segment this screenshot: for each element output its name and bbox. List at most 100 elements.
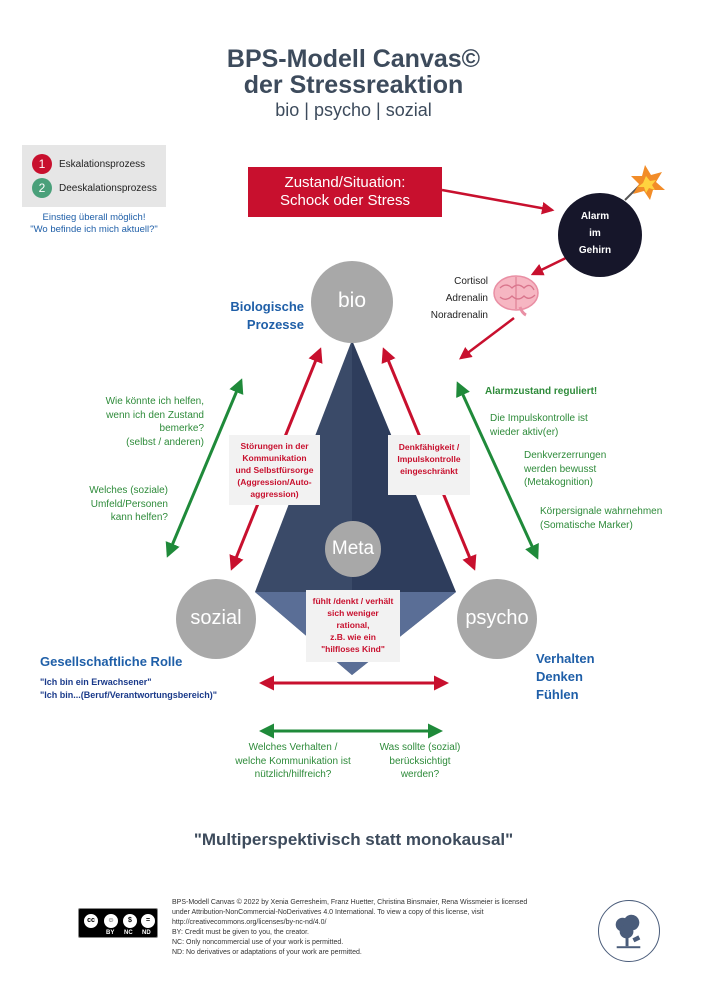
right-p1-line2: wieder aktiv(er) [490,426,559,438]
social-role-quotes: "Ich bin ein Erwachsener" "Ich bin...(Be… [40,676,270,702]
brain-to-pyramid-arrow [459,317,515,360]
legend-number-1: 1 [32,154,52,174]
left-q2-line3: kann helfen? [110,512,168,523]
badge-nd: ND [142,930,151,936]
bottom-left-line1: Welches Verhalten / [248,742,338,753]
right-p2-line3: (Metakognition) [524,477,593,488]
license-line6: ND: No derivatives or adaptations of you… [172,949,362,956]
legend-item-escalation: 1 Eskalationsprozess [32,154,145,174]
social-role-line2: "Ich bin...(Beruf/Verantwortungsbereich)… [40,690,218,700]
page-title: BPS-Modell Canvas© [226,45,481,73]
hormone-adrenalin: Adrenalin [445,293,488,304]
left-box-line3: und Selbstfürsorge [235,465,314,475]
left-box-line2: Kommunikation [242,453,307,463]
right-box-line2: Impulskontrolle [397,454,461,464]
hormone-cortisol: Cortisol [454,276,488,287]
alarm-line2: im [589,228,601,239]
left-q1-line2: wenn ich den Zustand [106,409,204,421]
left-question-help: Wie könnte ich helfen, wenn ich den Zust… [70,395,204,449]
psycho-circle-label: psycho [465,607,529,629]
brain-icon [493,275,539,317]
page-subtitle: bio | psycho | sozial [275,100,432,120]
metacognition-text: Denkverzerrungen werden bewusst (Metakog… [524,449,674,490]
alarm-line1: Alarm [580,211,610,222]
right-p3-line2: (Somatische Marker) [540,519,633,531]
legend: 1 Eskalationsprozess 2 Deeskalationsproz… [22,145,166,207]
impulse-control-text: Die Impulskontrolle ist wieder aktiv(er) [490,412,640,439]
right-p2-line1: Denkverzerrungen [524,450,607,461]
bottom-box-line2: sich weniger [327,608,379,618]
bottom-box-line3: rational, [336,620,370,630]
bio-circle-label: bio [337,289,367,312]
legend-note-line2: "Wo befinde ich mich aktuell?" [30,224,158,235]
cc-icon: cc [83,913,99,929]
helpless-child-box: fühlt /denkt / verhält sich weniger rati… [306,590,400,662]
hormone-noradrenalin: Noradrenalin [430,310,488,321]
legend-label-deescalation: Deeskalationsprozess [59,182,157,194]
bottom-question-behavior: Welches Verhalten / welche Kommunikation… [218,741,368,782]
right-p2-line2: werden bewusst [524,463,597,475]
bottom-right-line1: Was sollte (sozial) [379,742,461,753]
license-line4: BY: Credit must be given to you, the cre… [172,929,309,936]
state-line2: Schock oder Stress [279,192,411,209]
legend-label-escalation: Eskalationsprozess [59,158,146,170]
tree-logo-icon [615,914,641,949]
bottom-box-line5: "hilfloses Kind" [321,644,385,654]
psycho-label: Verhalten Denken Fühlen [536,650,636,704]
state-line1: Zustand/Situation: [284,174,406,191]
social-role-line1: "Ich bin ein Erwachsener" [40,677,152,687]
social-role-heading: Gesellschaftliche Rolle [40,654,183,669]
license-text: BPS-Modell Canvas © 2022 by Xenia Gerres… [172,898,592,958]
alarm-label: Alarm im Gehirn [560,208,630,259]
explosion-spark-inner [638,176,656,193]
state-to-alarm-arrow [441,188,555,215]
bottom-box-line4: z.B. wie ein [330,632,376,642]
right-p3-line1: Körpersignale wahrnehmen [540,506,663,517]
by-icon: ☺ [103,913,119,929]
sozial-circle [176,579,256,659]
bottom-left-line3: nützlich/hilfreich? [254,769,332,780]
right-box-line3: eingeschränkt [400,466,458,476]
bottom-box-line1: fühlt /denkt / verhält [312,596,394,606]
bottom-right-line2: berücksichtigt [389,755,451,767]
alarm-ball [558,193,642,277]
bio-label-line1: Biologische [230,299,304,314]
psycho-circle [457,579,537,659]
license-line1: BPS-Modell Canvas © 2022 by Xenia Gerres… [172,899,528,906]
thinking-ability-box: Denkfähigkeit / Impulskontrolle eingesch… [388,435,470,495]
badge-nc: NC [124,930,133,936]
bio-circle [311,261,393,343]
nd-icon: = [140,913,156,929]
bottom-right-line3: werden? [400,769,440,780]
right-box-line1: Denkfähigkeit / [398,442,460,452]
bio-label-line2: Prozesse [246,317,304,332]
regulated-heading: Alarmzustand reguliert! [485,386,598,397]
left-box-line4: (Aggression/Auto- [237,477,312,487]
bio-label: Biologische Prozesse [214,298,304,334]
legend-note-line1: Einstieg überall möglich! [42,212,146,223]
motto-quote: "Multiperspektivisch statt monokausal" [193,830,514,849]
left-box-line5: aggression) [250,489,299,499]
license-url[interactable]: http://creativecommons.org/licenses/by-n… [172,919,327,926]
legend-item-deescalation: 2 Deeskalationsprozess [32,178,157,198]
cc-license-badge[interactable]: cc ☺ $ = BY NC ND [78,908,158,938]
state-box: Zustand/Situation: Schock oder Stress [248,167,442,217]
bottom-left-line2: welche Kommunikation ist [235,755,351,767]
meta-circle-label: Meta [331,538,375,559]
sozial-circle-label: sozial [190,607,242,629]
psycho-label-feeling: Fühlen [536,687,579,702]
legend-note: Einstieg überall möglich! "Wo befinde ic… [22,212,166,236]
green-arrow-left [165,378,244,558]
alarm-line3: Gehirn [578,245,612,256]
coaching-logo [598,900,660,962]
left-q1-line3: bemerke? [159,423,204,434]
page-title-line2: der Stressreaktion [243,71,464,99]
psycho-label-thinking: Denken [536,669,583,684]
left-box-line1: Störungen in der [240,441,309,451]
badge-by: BY [106,930,115,936]
meta-circle [325,521,381,577]
somatic-marker-text: Körpersignale wahrnehmen (Somatische Mar… [540,505,700,532]
left-question-environment: Welches (soziale) Umfeld/Personen kann h… [60,484,168,525]
legend-number-2: 2 [32,178,52,198]
psycho-label-behavior: Verhalten [536,651,595,666]
